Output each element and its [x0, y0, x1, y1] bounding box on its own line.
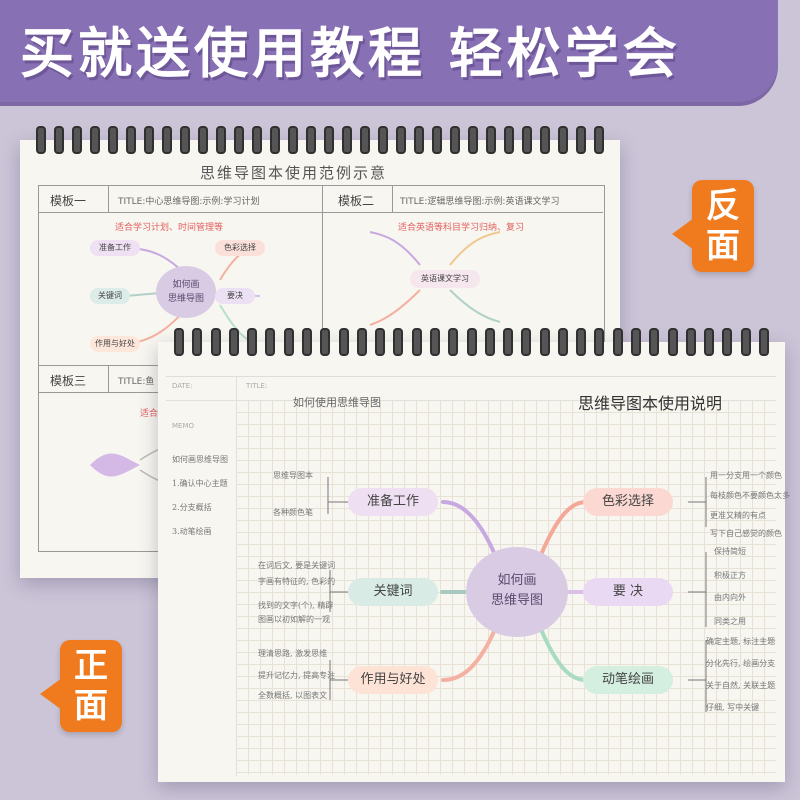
note-draw-1: 确定主题, 标注主题: [706, 637, 776, 646]
note-benefit-3: 全数概括, 以图表文: [258, 691, 328, 700]
note-prep-1: 思维导图本: [273, 471, 313, 480]
template-2-tip: 适合英语等科目学习归纳、复习: [398, 223, 525, 233]
spiral-binding-front: [158, 328, 785, 358]
back-side-badge: 反面: [672, 180, 754, 272]
date-label: DATE:: [172, 382, 193, 390]
node-color: 色彩选择: [583, 488, 673, 516]
template-3-name: 模板三: [50, 374, 87, 388]
template-1-name: 模板一: [50, 194, 87, 208]
note-keyword-3: 找到的文字(个), 精辟: [258, 601, 334, 610]
title-label: TITLE:: [246, 382, 268, 390]
note-tips-3: 由内向外: [714, 593, 746, 602]
center-node: 如何画 思维导图: [466, 547, 568, 637]
memo-line-2: 1.确认中心主题: [172, 479, 228, 488]
center-line-2: 思维导图: [490, 593, 543, 608]
mini-node-keyword: 关键词: [90, 288, 130, 304]
note-keyword-1: 在词后文, 要是关键词: [258, 561, 336, 570]
memo-line-1: 如何画思维导图: [172, 455, 228, 464]
template-3-title: TITLE:鱼: [118, 377, 155, 387]
mindmap-branches: [327, 477, 707, 712]
memo-label: MEMO: [172, 422, 195, 430]
note-tips-2: 积极正方: [714, 571, 746, 580]
node-keyword: 关键词: [348, 578, 438, 606]
front-heading: 思维导图本使用说明: [578, 394, 723, 413]
node-tips: 要 决: [583, 578, 673, 606]
mini-node-color: 色彩选择: [215, 240, 265, 256]
center-line-1: 如何画: [497, 573, 537, 588]
template-1-title: TITLE:中心思维导图:示例:学习计划: [118, 197, 260, 207]
memo-line-4: 3.动笔绘画: [172, 527, 212, 536]
note-draw-4: 仔细, 写中关键: [706, 703, 760, 712]
template-2-title: TITLE:逻辑思维导图:示例:英语课文学习: [400, 197, 560, 207]
front-badge-text: 正面: [74, 646, 108, 726]
node-benefit: 作用与好处: [348, 666, 438, 694]
mini-node-prep: 准备工作: [90, 240, 140, 256]
memo-divider: [236, 376, 237, 776]
node-draw: 动笔绘画: [583, 666, 673, 694]
note-keyword-2: 字画有特征的, 色彩的: [258, 577, 336, 586]
mini-node-tips: 要决: [215, 288, 255, 304]
front-side-badge: 正面: [40, 640, 122, 732]
note-draw-3: 关于自然, 关联主题: [706, 681, 776, 690]
note-color-4: 写下自己感觉的颜色: [710, 529, 782, 538]
spiral-binding: [20, 126, 620, 156]
note-keyword-4: 图画以初如解的一观: [258, 615, 330, 624]
handwritten-title: 如何使用思维导图: [293, 396, 381, 409]
back-sheet-title: 思维导图本使用范例示意: [200, 164, 388, 182]
note-color-1: 用一分支用一个颜色: [710, 471, 782, 480]
note-tips-1: 保持简短: [714, 547, 746, 556]
note-draw-2: 分化先行, 绘画分支: [706, 659, 776, 668]
template-1-tip: 适合学习计划、时间管理等: [115, 223, 224, 233]
node-prep: 准备工作: [348, 488, 438, 516]
note-prep-2: 各种颜色笔: [273, 508, 313, 517]
note-tips-4: 同类之用: [714, 617, 746, 626]
memo-line-3: 2.分支概括: [172, 503, 212, 512]
front-sheet: DATE: TITLE: MEMO 如何使用思维导图 思维导图本使用说明 如何画…: [158, 328, 790, 782]
mini-center-2: 英语课文学习: [410, 270, 480, 288]
header-divider-2: [166, 400, 776, 401]
header-divider: [166, 376, 776, 377]
back-badge-text: 反面: [706, 186, 740, 266]
note-color-2: 每枝颜色不要颜色太多: [710, 491, 790, 500]
template-2-name: 模板二: [338, 194, 375, 208]
mini-center-node: 如何画 思维导图: [156, 266, 216, 318]
banner-title: 买就送使用教程 轻松学会: [20, 22, 681, 85]
mini-node-benefit: 作用与好处: [90, 336, 140, 352]
promo-banner: 买就送使用教程 轻松学会: [0, 0, 778, 106]
note-benefit-2: 提升记忆力, 提高专注: [258, 671, 336, 680]
note-color-3: 更准又精的有点: [710, 511, 766, 520]
note-benefit-1: 理清思路, 激发思维: [258, 649, 328, 658]
